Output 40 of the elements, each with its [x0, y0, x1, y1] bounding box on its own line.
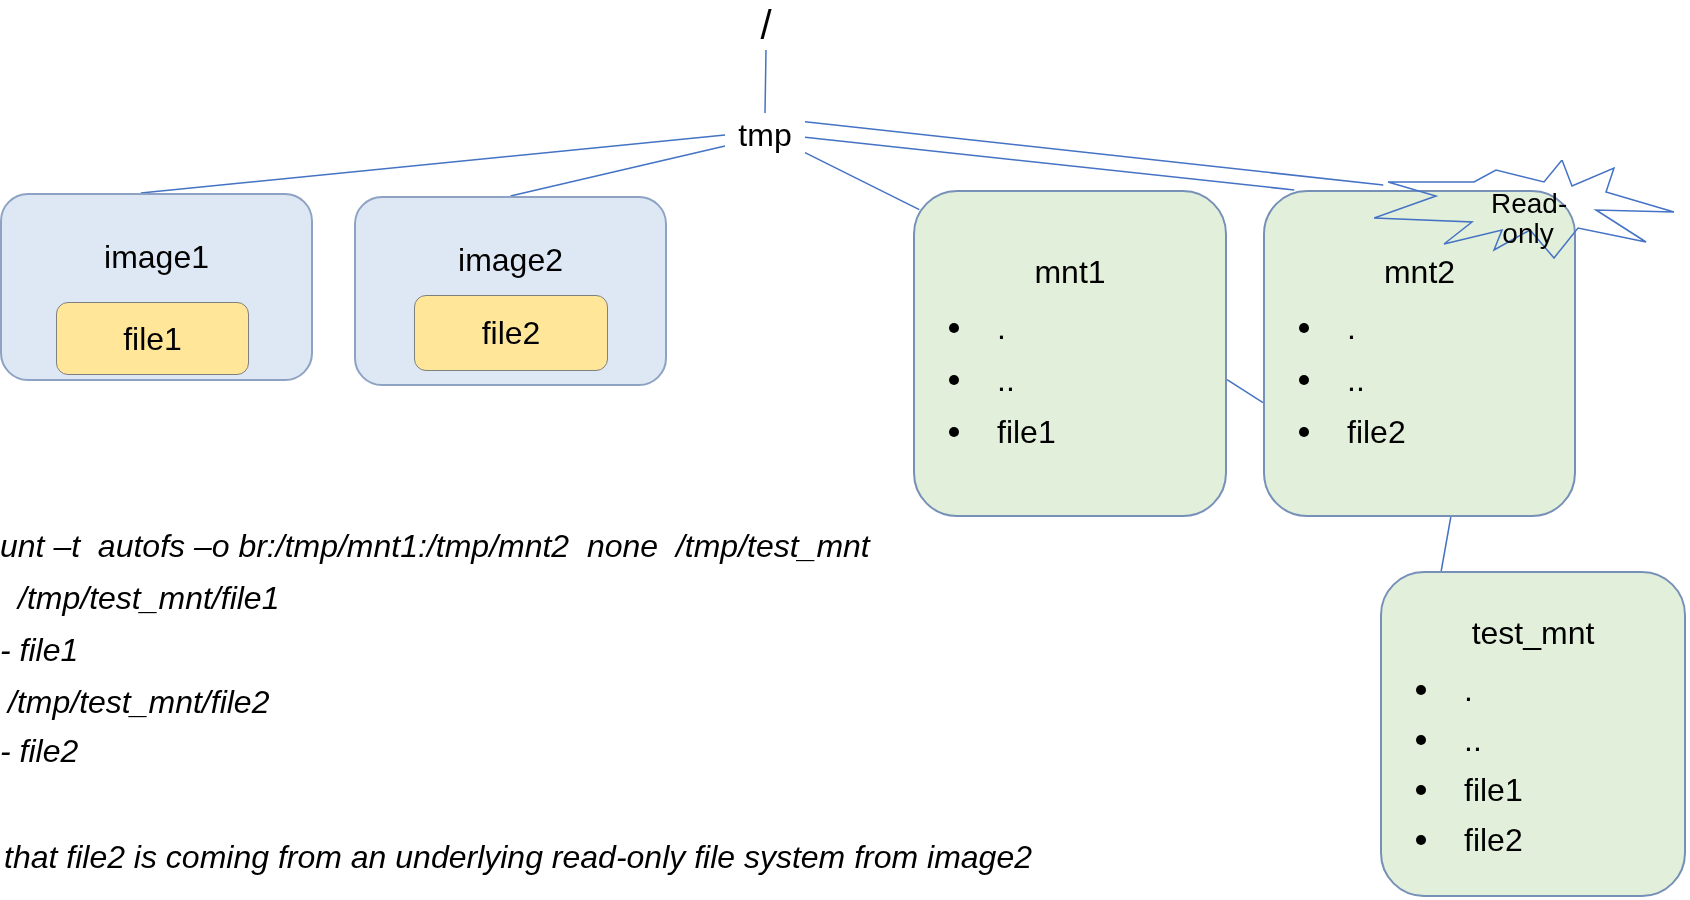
connector-line	[764, 49, 767, 114]
command-text: /tmp/test_mnt/file2	[8, 684, 270, 720]
file-name: file2	[481, 317, 541, 349]
connector-line	[804, 121, 1384, 186]
file-name: file1	[123, 322, 182, 355]
directory-title: mnt1	[1034, 256, 1106, 288]
list-item: .	[997, 312, 1006, 344]
file-box	[56, 302, 249, 375]
connector-line	[804, 151, 921, 211]
image-title: image1	[104, 241, 209, 273]
list-item: .	[1464, 674, 1473, 706]
list-item: file1	[1464, 774, 1523, 806]
directory-box	[913, 190, 1227, 517]
list-item: file2	[1464, 824, 1523, 856]
list-item: file1	[997, 416, 1056, 448]
directory-box	[1380, 571, 1686, 897]
command-text: that file2 is coming from an underlying read-only file system from image2	[4, 839, 1032, 875]
connector-line	[509, 145, 726, 197]
connector-line	[140, 134, 726, 194]
list-item: ..	[1464, 724, 1482, 756]
image-box	[0, 193, 313, 381]
path-label: /	[760, 5, 772, 45]
command-text: - file1	[0, 632, 79, 668]
image-box	[354, 196, 667, 386]
connector-line	[804, 136, 1296, 191]
directory-title: test_mnt	[1471, 617, 1595, 649]
directory-box	[1263, 190, 1576, 517]
command-text: /tmp/test_mnt/file1	[18, 580, 280, 616]
list-item: .	[1347, 312, 1356, 344]
directory-title: mnt2	[1383, 256, 1456, 288]
list-item: ..	[997, 364, 1015, 396]
file-box	[414, 295, 608, 371]
command-text: unt –t autofs –o br:/tmp/mnt1:/tmp/mnt2 none /tmp/test_mnt	[0, 528, 870, 564]
path-label: tmp	[738, 119, 792, 151]
connector-line	[1440, 516, 1452, 572]
list-item: ..	[1347, 364, 1365, 396]
connector-line	[1226, 378, 1264, 404]
image-title: image2	[458, 244, 563, 276]
command-text: - file2	[0, 733, 79, 769]
list-item: file2	[1347, 416, 1406, 448]
